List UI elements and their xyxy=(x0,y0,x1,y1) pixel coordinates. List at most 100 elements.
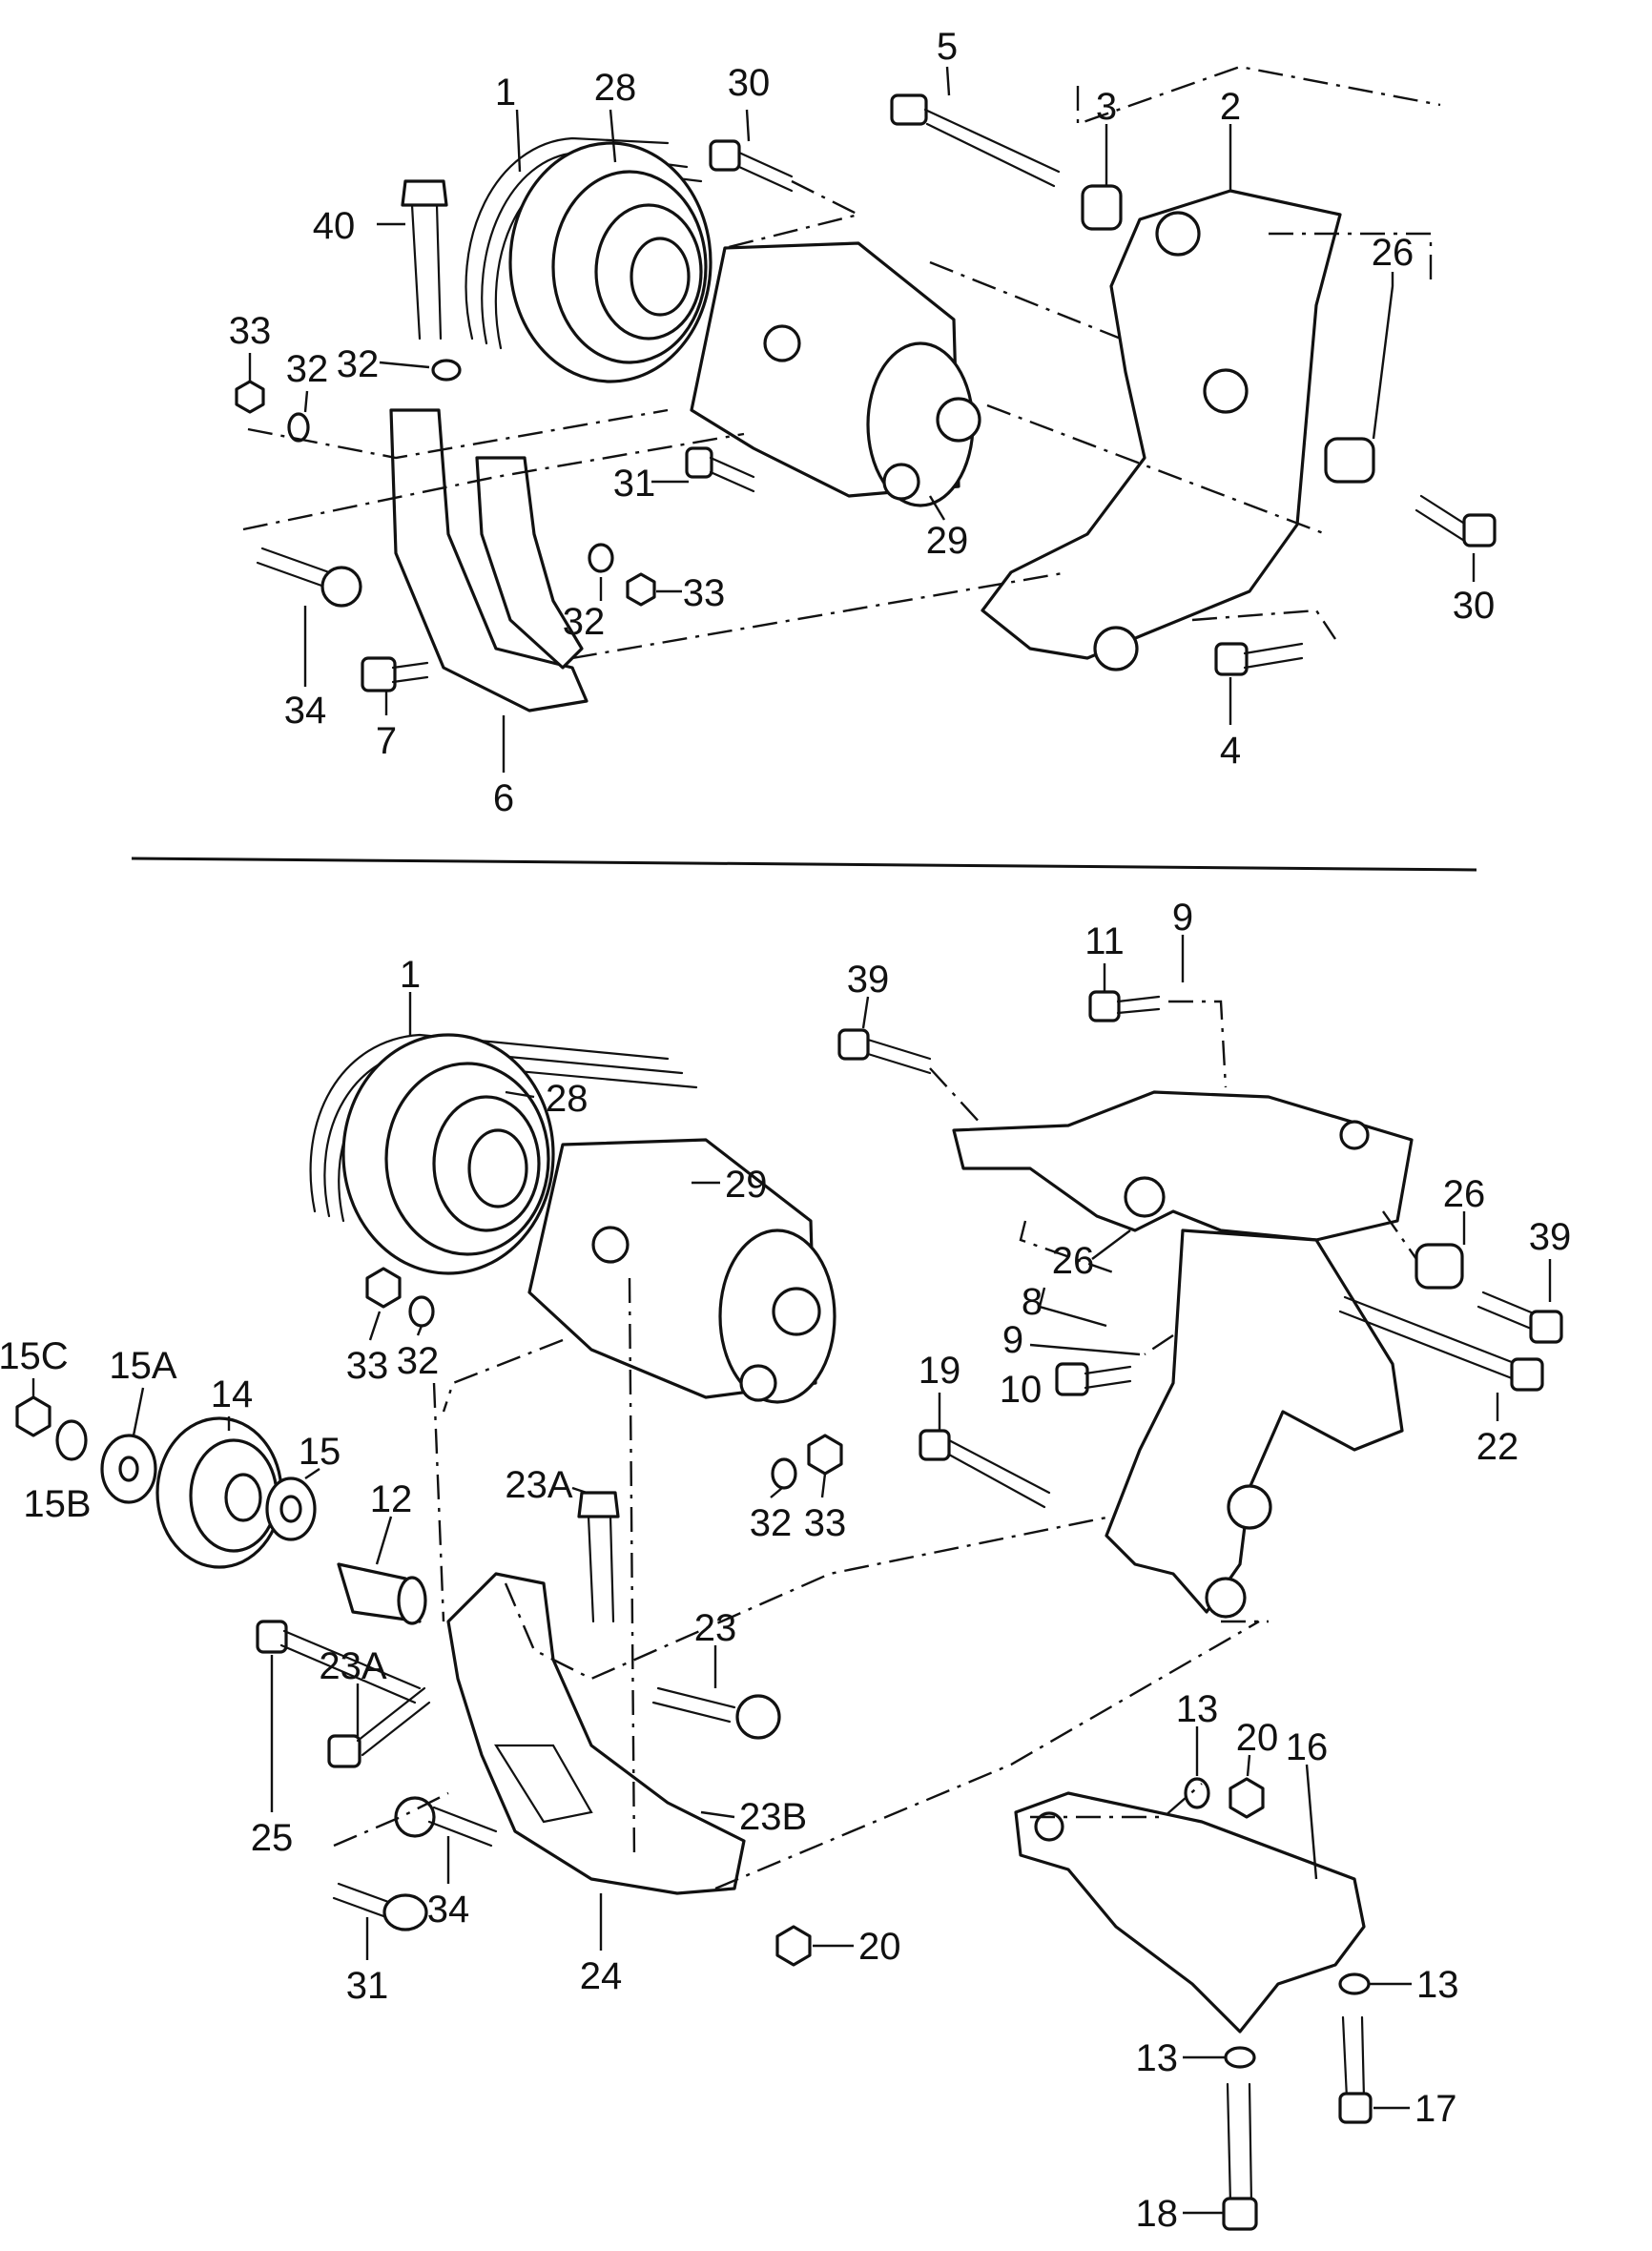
label-12: 12 xyxy=(370,1478,413,1520)
pulley-top xyxy=(508,141,712,383)
leader-lines-bottom xyxy=(31,935,1552,2215)
bolt-22 xyxy=(1338,1295,1544,1392)
label-33-bottom-left: 33 xyxy=(346,1345,389,1387)
label-13-right: 13 xyxy=(1416,1964,1459,2006)
bolt-31-top xyxy=(685,446,755,493)
pulley-bottom xyxy=(341,1033,555,1275)
spacer-26-bottom xyxy=(1415,1243,1464,1290)
label-15c: 15C xyxy=(0,1335,69,1377)
idler-pulley-14 xyxy=(155,1416,283,1569)
label-10-bottom: 10 xyxy=(1000,1369,1043,1411)
bolt-23a-vertical xyxy=(577,1491,620,1623)
label-7-top: 7 xyxy=(376,720,397,762)
alignment-lines-bottom xyxy=(333,1000,1417,1890)
bolt-30-right xyxy=(1415,494,1497,547)
label-23: 23 xyxy=(694,1607,737,1649)
nut-33-bottom-left xyxy=(365,1267,402,1309)
label-24: 24 xyxy=(580,1955,623,1997)
label-23b: 23B xyxy=(739,1796,807,1838)
bolt-11 xyxy=(1088,990,1161,1022)
label-34-top: 34 xyxy=(284,690,327,732)
washer-13-top xyxy=(1184,1777,1210,1809)
label-15a: 15A xyxy=(109,1345,176,1387)
mounting-bracket-top xyxy=(981,189,1342,671)
bottom-assembly: 1 28 29 39 11 9 26 39 26 8 9 10 22 19 33… xyxy=(0,897,1571,2235)
washer-32-mid xyxy=(588,543,614,573)
label-40-top: 40 xyxy=(313,205,356,247)
upper-bracket-8 xyxy=(952,1090,1414,1242)
label-30-top-right: 30 xyxy=(1453,585,1496,627)
nut-33-bottom-right xyxy=(807,1434,843,1476)
label-33-top-left: 33 xyxy=(229,310,272,352)
lower-bracket-16 xyxy=(1014,1791,1366,2034)
label-34-bottom: 34 xyxy=(427,1889,470,1931)
bolt-23a-angled xyxy=(327,1686,431,1768)
label-11-bottom: 11 xyxy=(1084,920,1125,962)
label-31-top: 31 xyxy=(613,463,656,505)
nut-20-right xyxy=(1229,1777,1265,1819)
label-25: 25 xyxy=(251,1817,294,1859)
washer-32-bottom-right xyxy=(771,1457,797,1490)
label-33-top-mid: 33 xyxy=(683,572,726,614)
label-1-top: 1 xyxy=(495,72,516,114)
support-bracket-24 xyxy=(446,1572,746,1895)
bolt-39-left xyxy=(837,1028,932,1075)
nut-33-left xyxy=(235,380,265,414)
bolt-18 xyxy=(1222,2082,1258,2231)
spacer-12 xyxy=(337,1562,427,1625)
label-3-top: 3 xyxy=(1096,86,1117,128)
washer-32-top xyxy=(431,359,462,382)
label-4-top: 4 xyxy=(1220,730,1241,772)
label-20-bottom-left: 20 xyxy=(858,1926,901,1968)
section-divider xyxy=(131,857,1477,872)
long-bolt-5-top xyxy=(890,93,1061,188)
label-14: 14 xyxy=(211,1373,254,1415)
label-1-bottom: 1 xyxy=(400,954,421,996)
label-39-bottom-right: 39 xyxy=(1529,1216,1572,1258)
label-31-bottom: 31 xyxy=(346,1965,389,2007)
washer-32-bottom-left xyxy=(408,1295,435,1328)
washer-15-hole xyxy=(279,1495,302,1523)
label-5-top: 5 xyxy=(937,26,958,68)
nut-33-mid xyxy=(626,572,656,607)
bolt-31-bottom xyxy=(332,1882,428,1931)
callout-labels-top: 1 28 30 5 3 2 26 40 33 32 32 31 29 32 33… xyxy=(229,26,1496,819)
bolt-10 xyxy=(1055,1362,1132,1396)
label-18: 18 xyxy=(1136,2193,1179,2235)
main-bracket-bottom xyxy=(1105,1229,1404,1619)
bolt-17 xyxy=(1338,2015,1373,2124)
label-30-top: 30 xyxy=(728,62,771,104)
label-32-top-mid: 32 xyxy=(563,601,606,643)
label-17: 17 xyxy=(1415,2088,1457,2130)
leader-lines-top xyxy=(248,66,1476,773)
label-26-top: 26 xyxy=(1372,232,1415,274)
label-9-bottom-mid: 9 xyxy=(1002,1319,1023,1361)
spacer-26-top xyxy=(1324,437,1375,484)
label-15: 15 xyxy=(299,1431,341,1473)
top-assembly: 1 28 30 5 3 2 26 40 33 32 32 31 29 32 33… xyxy=(229,26,1497,819)
nut-20-left xyxy=(775,1925,812,1967)
label-32-top-center: 32 xyxy=(337,343,380,385)
strut-bracket-6 xyxy=(389,408,589,712)
label-32-bottom-left: 32 xyxy=(397,1340,440,1382)
alignment-lines-top xyxy=(242,65,1441,660)
label-22-bottom: 22 xyxy=(1476,1426,1519,1468)
spacer-3-top xyxy=(1081,184,1123,231)
bolt-40 xyxy=(401,179,448,341)
bolt-34-bottom xyxy=(394,1796,498,1848)
washer-13-lower xyxy=(1224,2046,1256,2069)
label-13-lower: 13 xyxy=(1136,2037,1179,2079)
label-19-bottom: 19 xyxy=(919,1350,961,1392)
label-26-bottom-right: 26 xyxy=(1443,1173,1486,1215)
label-2-top: 2 xyxy=(1220,86,1241,128)
label-39-bottom-left: 39 xyxy=(847,959,890,1001)
label-15b: 15B xyxy=(23,1483,91,1525)
compressor-bottom xyxy=(527,1138,836,1404)
label-9-bottom-top: 9 xyxy=(1172,897,1193,939)
label-20-bottom-right: 20 xyxy=(1236,1717,1279,1759)
label-32-top-left: 32 xyxy=(286,348,329,390)
bolt-4-top xyxy=(1214,642,1304,676)
bolt-7-top xyxy=(361,656,429,692)
washer-15a-hole xyxy=(118,1456,139,1482)
